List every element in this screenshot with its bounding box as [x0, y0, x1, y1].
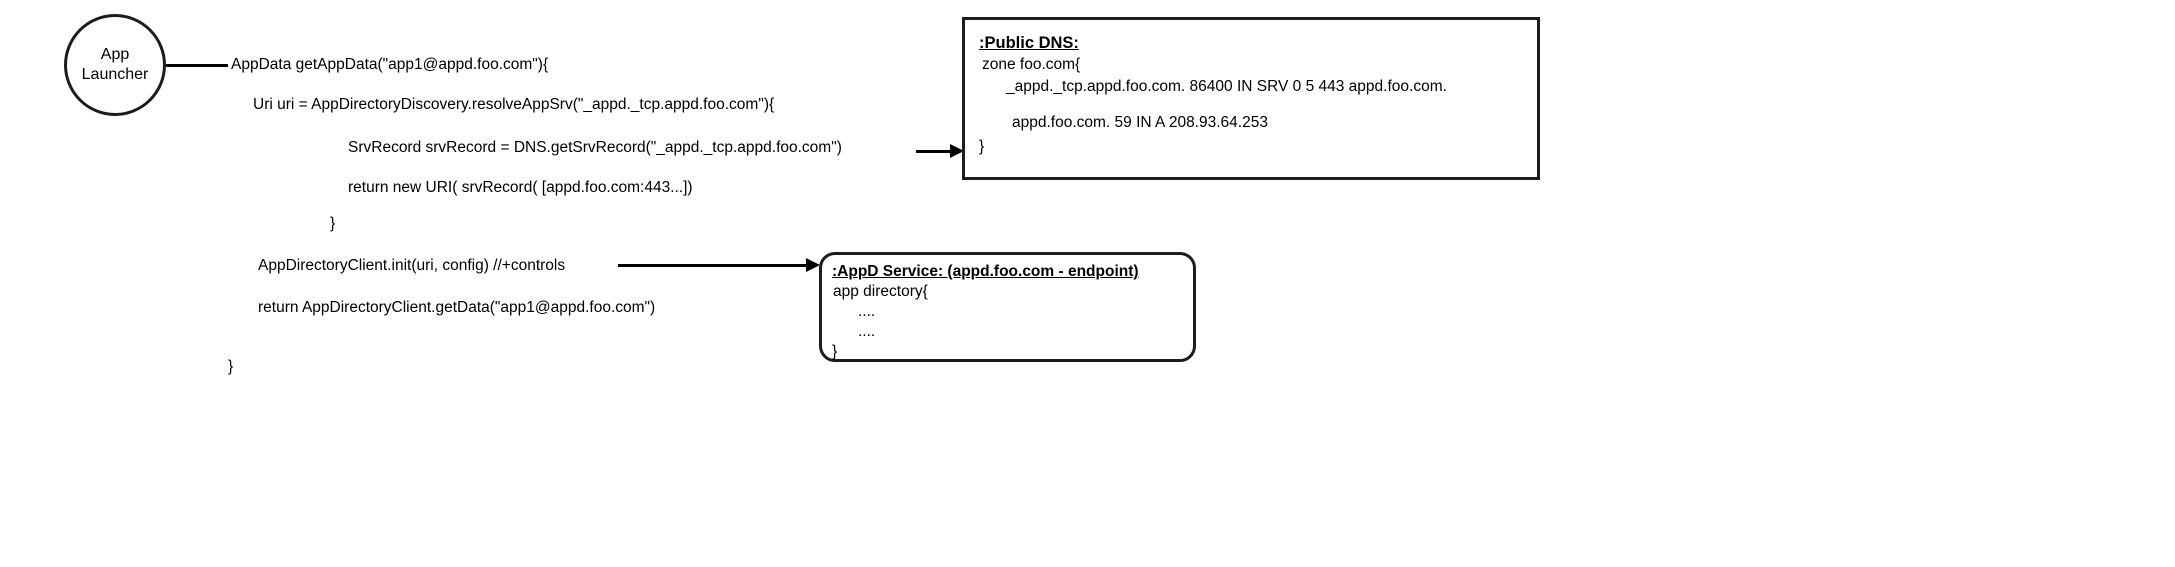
actor-connector-line — [166, 64, 228, 67]
code-line-return-new-uri: return new URI( srvRecord( [appd.foo.com… — [348, 179, 693, 196]
code-line-get-app-data: AppData getAppData("app1@appd.foo.com"){ — [231, 56, 549, 73]
actor-label-line1: App — [100, 46, 130, 63]
appd-service-directory-close: } — [832, 343, 838, 360]
code-line-close-brace-inner: } — [330, 215, 336, 232]
arrow-to-public-dns-shaft — [916, 150, 958, 153]
appd-service-title: :AppD Service: (appd.foo.com - endpoint) — [832, 263, 1139, 280]
appd-service-box: :AppD Service: (appd.foo.com - endpoint)… — [819, 252, 1196, 362]
arrow-to-public-dns-head-icon — [950, 144, 964, 158]
code-line-get-srv-record: SrvRecord srvRecord = DNS.getSrvRecord("… — [348, 139, 842, 156]
public-dns-a-record: appd.foo.com. 59 IN A 208.93.64.253 — [1012, 114, 1268, 131]
appd-service-dots-2: .... — [858, 323, 876, 340]
appd-service-directory-open: app directory{ — [833, 283, 928, 300]
public-dns-box: :Public DNS: zone foo.com{ _appd._tcp.ap… — [962, 17, 1540, 180]
actor-label-line2: Launcher — [81, 66, 149, 83]
code-line-return-get-data: return AppDirectoryClient.getData("app1@… — [258, 299, 656, 316]
code-line-resolve-app-srv: Uri uri = AppDirectoryDiscovery.resolveA… — [253, 96, 775, 113]
actor-app-launcher: App Launcher — [64, 14, 166, 116]
public-dns-zone-open: zone foo.com{ — [982, 56, 1081, 73]
code-line-close-brace-outer: } — [228, 358, 234, 375]
public-dns-zone-close: } — [979, 138, 985, 155]
code-line-client-init: AppDirectoryClient.init(uri, config) //+… — [258, 257, 566, 274]
public-dns-srv-record: _appd._tcp.appd.foo.com. 86400 IN SRV 0 … — [1006, 78, 1447, 95]
public-dns-title: :Public DNS: — [979, 34, 1079, 52]
arrow-to-appd-service-head-icon — [806, 258, 820, 272]
arrow-to-appd-service-shaft — [618, 264, 816, 267]
appd-service-dots-1: .... — [858, 303, 876, 320]
